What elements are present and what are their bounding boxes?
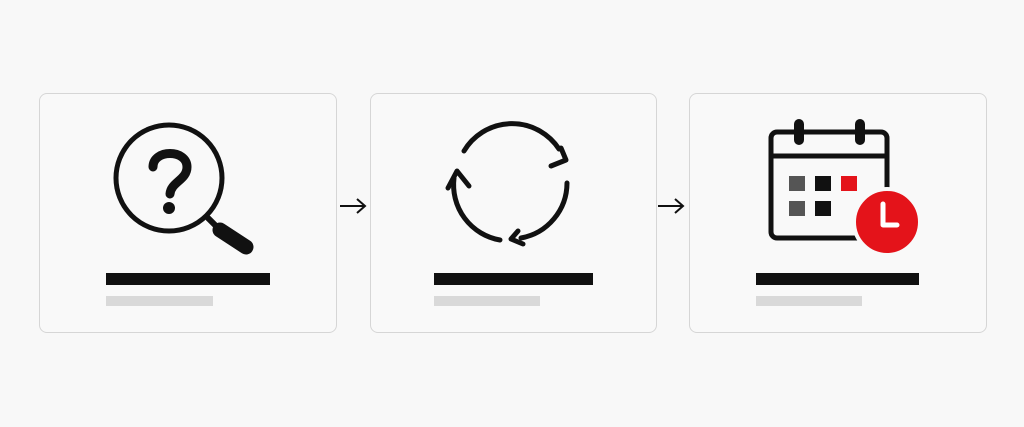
refresh-cycle-icon [445,121,570,247]
subtitle-placeholder [106,296,213,306]
subtitle-placeholder [756,296,862,306]
title-placeholder [434,273,593,285]
title-placeholder [756,273,919,285]
arrow-right-icon [658,198,685,214]
step-card-search [39,93,337,333]
subtitle-placeholder [434,296,540,306]
calendar-clock-icon [768,119,922,257]
step-card-cycle [370,93,657,333]
title-placeholder [106,273,270,285]
step-card-schedule [689,93,987,333]
arrow-right-icon [340,198,367,214]
magnifier-question-icon [113,122,254,255]
